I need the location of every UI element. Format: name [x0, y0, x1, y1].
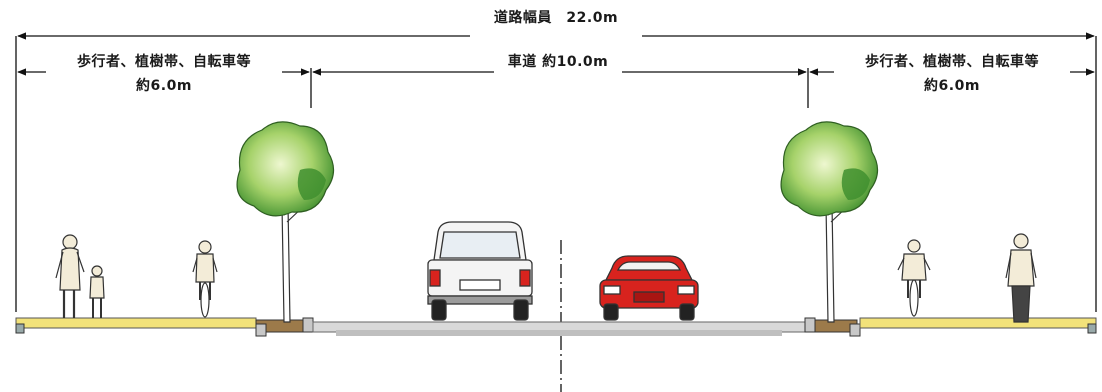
left-zone-label: 歩行者、植樹帯、自転車等 — [77, 53, 251, 70]
left-edge-block — [15, 323, 25, 334]
white-car-rear-icon — [427, 221, 533, 321]
right-curb-outer — [849, 323, 861, 337]
left-sidewalk — [15, 317, 257, 329]
pavement — [15, 317, 1097, 337]
roadway-width-label: 車道 約10.0m — [508, 53, 609, 70]
left-zone-width-label: 約6.0m — [136, 77, 192, 94]
label-backgrounds — [46, 26, 1070, 78]
cyclist-icon — [897, 239, 931, 317]
pedestrian-adult-with-child-icon — [55, 234, 105, 318]
red-car-front-icon — [599, 255, 699, 321]
cyclist-icon — [192, 240, 218, 318]
street-tree-icon — [780, 121, 879, 323]
left-curb-outer — [255, 323, 267, 337]
roadway-base — [336, 330, 782, 336]
right-sidewalk — [859, 317, 1097, 329]
right-zone-width-label: 約6.0m — [924, 77, 980, 94]
right-zone-label: 歩行者、植樹帯、自転車等 — [865, 53, 1039, 70]
right-curb — [804, 317, 816, 333]
street-tree-icon — [236, 121, 335, 323]
pedestrian-adult-icon — [1005, 233, 1037, 323]
left-curb — [302, 317, 314, 333]
right-edge-block — [1087, 323, 1097, 334]
total-width-label: 道路幅員 22.0m — [494, 9, 618, 26]
